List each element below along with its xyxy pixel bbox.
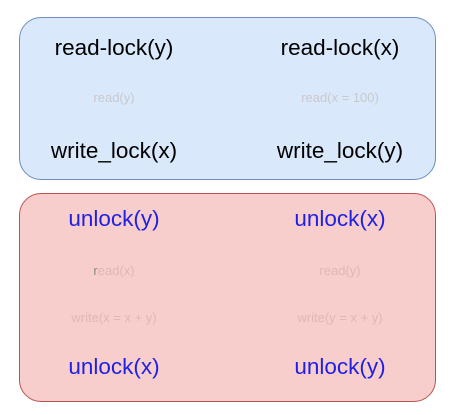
left-read-op-label-bottom: read(x) — [93, 264, 134, 277]
right-unlock-second-label: unlock(y) — [294, 354, 386, 379]
left-read-lock-label: read-lock(y) — [54, 35, 174, 60]
right-read-op-label: read(x = 100) — [301, 90, 379, 105]
left-read-first-letter: r — [93, 263, 98, 278]
left-write-op-label: write(x = x + y) — [71, 310, 157, 325]
left-read-op-label: read(y) — [93, 90, 135, 105]
left-write-lock-label: write_lock(x) — [50, 138, 178, 163]
left-read-rest: ead(x) — [97, 263, 135, 278]
right-read-lock-label: read-lock(x) — [280, 35, 400, 60]
left-unlock-second-label: unlock(x) — [68, 354, 160, 379]
right-read-op-label-bottom: read(y) — [319, 263, 361, 278]
lock-acquire-block — [19, 17, 436, 180]
right-unlock-first-label: unlock(x) — [294, 206, 386, 231]
left-unlock-first-label: unlock(y) — [68, 206, 160, 231]
right-write-lock-label: write_lock(y) — [276, 138, 404, 163]
right-write-op-label: write(y = x + y) — [297, 310, 383, 325]
unlock-block — [19, 193, 436, 402]
